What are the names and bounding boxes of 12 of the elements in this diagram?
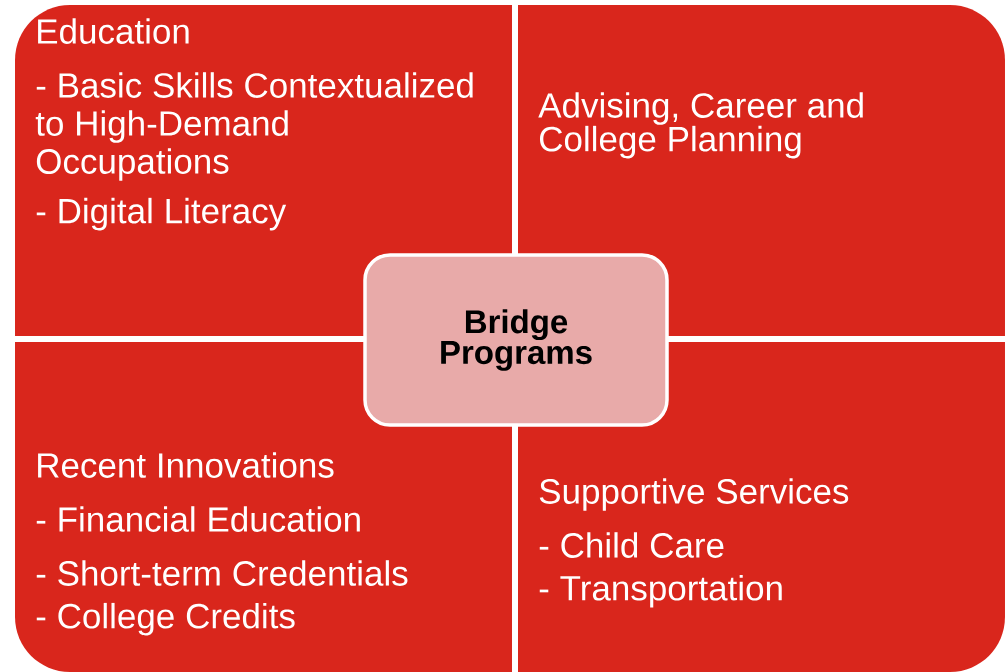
list-text: Recent Innovations bbox=[38, 452, 334, 478]
list-text: - Short-term Credentials bbox=[36, 560, 408, 586]
list-text: Education bbox=[38, 18, 189, 44]
list-text: - Financial Education bbox=[36, 506, 360, 532]
list-text: Advising, Career and College Planning bbox=[538, 92, 863, 159]
list-text: - Basic Skills Contextualized to High-Demand Occupations bbox=[35, 72, 473, 181]
center-box: Bridge Programs bbox=[363, 253, 669, 427]
list-text: - College Credits bbox=[36, 602, 295, 636]
list-text: - Transportation bbox=[539, 574, 782, 608]
list-text: - Child Care bbox=[539, 532, 724, 558]
list-text: - Digital Literacy bbox=[36, 197, 287, 231]
list-text: Supportive Services bbox=[539, 478, 849, 511]
